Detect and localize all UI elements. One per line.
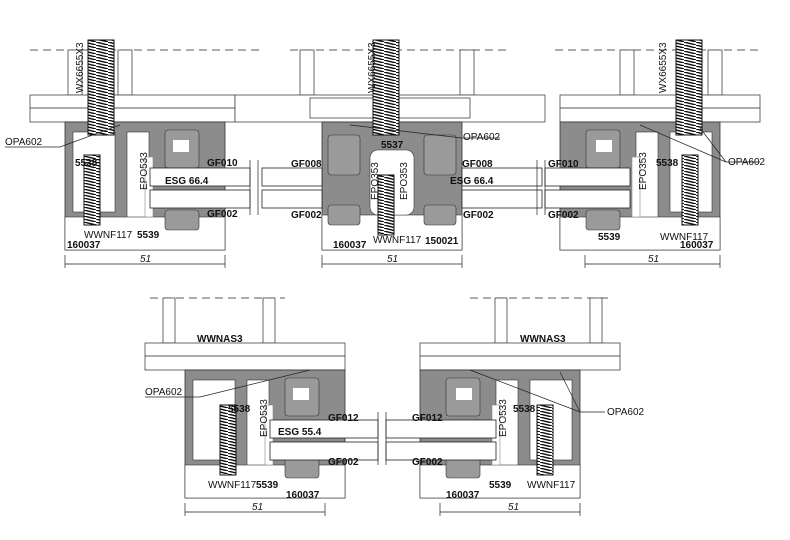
epo-left-label: EPO353 (370, 162, 381, 200)
gasket-top-label: GF012 (328, 413, 359, 424)
detail-top-right: WX6655X3 OPA602 5538 EPO353 GF010 GF002 … (536, 39, 765, 268)
dimension-label: 51 (252, 502, 263, 513)
washer-label: WWNF117 (660, 232, 709, 243)
epo-label: EPO533 (259, 399, 270, 437)
dimension-label: 51 (648, 254, 659, 265)
connector-label: WWNAS3 (520, 334, 566, 345)
mullion-profile (144, 297, 346, 371)
dimension-label: 51 (387, 254, 398, 265)
cover-label: 160037 (67, 240, 101, 251)
gasket-bottom-label: GF002 (207, 209, 238, 220)
glass-label: ESG 66.4 (165, 176, 209, 187)
washer-label: WWNF117 (527, 480, 576, 491)
insert-label: 5539 (256, 480, 279, 491)
screw-label: WX6655X3 (367, 42, 378, 93)
screw-icon (219, 404, 237, 476)
screw-icon (675, 39, 703, 136)
insert-label: 5539 (598, 232, 621, 243)
epo-label: EPO533 (498, 399, 509, 437)
gasket-top-label: GF010 (548, 159, 579, 170)
connector-label: WWNAS3 (197, 334, 243, 345)
glass-pane (261, 167, 543, 209)
opa-label: OPA602 (607, 407, 644, 418)
gasket-bottom-label: GF002 (548, 210, 579, 221)
gasket-bottom-label: GF002 (412, 457, 443, 468)
screw-icon (87, 39, 115, 136)
washer-label: WWNF117 (208, 480, 257, 491)
glass-pane (536, 160, 631, 215)
epo-label: EPO533 (139, 152, 150, 190)
mullion-profile (419, 297, 621, 371)
gasket-top-label: GF012 (412, 413, 443, 424)
core-label: 5537 (381, 140, 404, 151)
glass-pane (385, 412, 497, 465)
detail-top-middle: WX6655X3 OPA602 5537 GF008 GF008 ESG 66.… (234, 39, 546, 268)
dimension-label: 51 (508, 502, 519, 513)
screw-label: WX6655X3 (75, 42, 86, 93)
gasket-bottom-left-label: GF002 (291, 210, 322, 221)
gasket-bottom-right-label: GF002 (463, 210, 494, 221)
detail-bottom-right: WWNAS3 OPA602 5538 EPO533 GF012 GF002 16… (385, 297, 644, 516)
screw-icon (372, 39, 400, 136)
opa-label: OPA602 (5, 137, 42, 148)
insert-label: 5539 (489, 480, 512, 491)
screw-icon (536, 404, 554, 476)
cover-label: 160037 (446, 490, 480, 501)
insert-label: 5539 (137, 230, 160, 241)
detail-top-left: WX6655X3 OPA602 5538 EPO533 GF010 ESG 66… (5, 39, 262, 268)
cover-label: 160037 (286, 490, 320, 501)
gasket-bottom-label: GF002 (328, 457, 359, 468)
cover-label: 160037 (680, 240, 714, 251)
opa-label: OPA602 (145, 387, 182, 398)
gasket-top-right-label: GF008 (462, 159, 493, 170)
opa-label: OPA602 (463, 132, 500, 143)
cover-right-label: 150021 (425, 236, 459, 247)
glass-label: ESG 66.4 (450, 176, 494, 187)
screw2-label: 5538 (513, 404, 536, 415)
screw2-label: 5538 (228, 404, 251, 415)
screw-icon (681, 154, 699, 226)
gasket-top-label: GF010 (207, 158, 238, 169)
gasket-top-left-label: GF008 (291, 159, 322, 170)
washer-label: WWNF117 (84, 230, 133, 241)
epo-right-label: EPO353 (399, 162, 410, 200)
dimension-label: 51 (140, 254, 151, 265)
mullion-profile (29, 49, 236, 123)
epo-label: EPO353 (638, 152, 649, 190)
washer-label: WWNF117 (373, 235, 422, 246)
screw-icon (83, 154, 101, 226)
screw-label: WX6655X3 (658, 42, 669, 93)
glass-pane (149, 160, 259, 215)
cover-left-label: 160037 (333, 240, 367, 251)
glass-label: ESG 55.4 (278, 427, 322, 438)
screw2-label: 5538 (656, 158, 679, 169)
detail-bottom-left: WWNAS3 OPA602 5538 EPO533 GF012 ESG 55.4… (144, 297, 379, 516)
screw-icon (377, 174, 395, 236)
mullion-profile (559, 49, 761, 123)
screw2-label: 5538 (75, 158, 98, 169)
glass-pane (269, 412, 379, 465)
opa-label: OPA602 (728, 157, 765, 168)
